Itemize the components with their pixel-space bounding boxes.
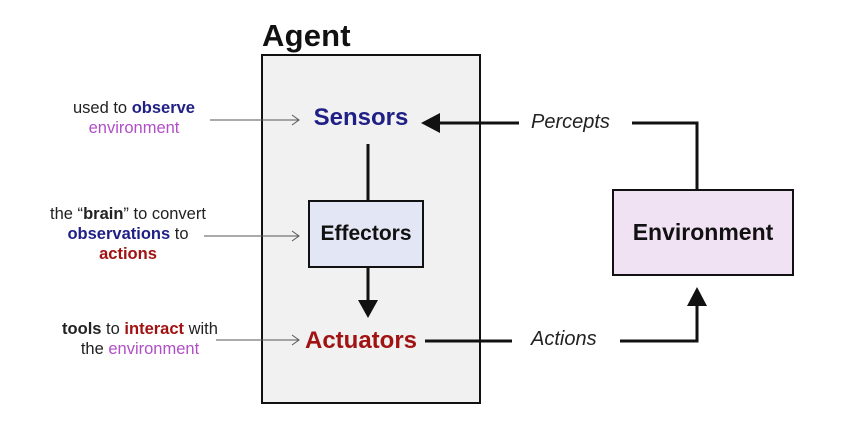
tools-to-text: to: [101, 320, 125, 338]
tools-the-text: the: [80, 340, 109, 358]
effectors-label: Effectors: [320, 222, 412, 245]
annotation-arrows: [204, 114, 300, 346]
actions-arrowhead: [687, 287, 707, 306]
annotation-observe-line1: used to observe: [36, 98, 232, 118]
brain-observations-text: observations: [67, 225, 171, 243]
annotation-tools-line2: the environment: [42, 339, 238, 359]
tools-with-text: with: [184, 320, 218, 338]
annotation-observe: used to observe environment: [36, 98, 232, 138]
brain-actions-text: actions: [99, 245, 157, 263]
annotation-brain-line3: actions: [30, 244, 226, 264]
environment-label: Environment: [632, 219, 774, 245]
annotation-brain-line1: the “brain” to convert: [30, 204, 226, 224]
brain-pre-text: the “: [50, 205, 84, 223]
annotation-tools-line1: tools to interact with: [42, 319, 238, 339]
annotation-observe-line2: environment: [36, 118, 232, 138]
brain-mid-text: ” to convert: [123, 205, 206, 223]
actuators-label: Actuators: [304, 327, 418, 354]
agent-title: Agent: [262, 18, 351, 53]
observe-environment-text: environment: [88, 119, 180, 137]
observe-pre-text: used to: [72, 99, 132, 117]
observe-arrow-head: [291, 114, 300, 126]
effectors-box: Effectors: [308, 200, 424, 268]
tools-environment-text: environment: [108, 340, 200, 358]
tools-interact-text: interact: [124, 320, 185, 338]
actions-path-env: [620, 304, 699, 343]
sensors-label: Sensors: [313, 104, 409, 131]
brain-to-text: to: [170, 225, 189, 243]
annotation-tools: tools to interact with the environment: [42, 319, 238, 359]
percepts-path-env: [632, 121, 699, 189]
effectors-to-actuators-arrowhead: [358, 300, 378, 318]
brain-bold-text: brain: [83, 205, 124, 223]
actions-label: Actions: [531, 328, 597, 350]
environment-box: Environment: [612, 189, 794, 276]
percepts-label: Percepts: [531, 111, 610, 133]
annotation-brain: the “brain” to convert observations to a…: [30, 204, 226, 264]
tools-bold-text: tools: [62, 320, 102, 338]
percepts-arrowhead: [421, 113, 440, 133]
tools-arrow-head: [291, 334, 300, 346]
brain-arrow-head: [291, 230, 300, 242]
annotation-brain-line2: observations to: [30, 224, 226, 244]
observe-bold-text: observe: [131, 99, 195, 117]
